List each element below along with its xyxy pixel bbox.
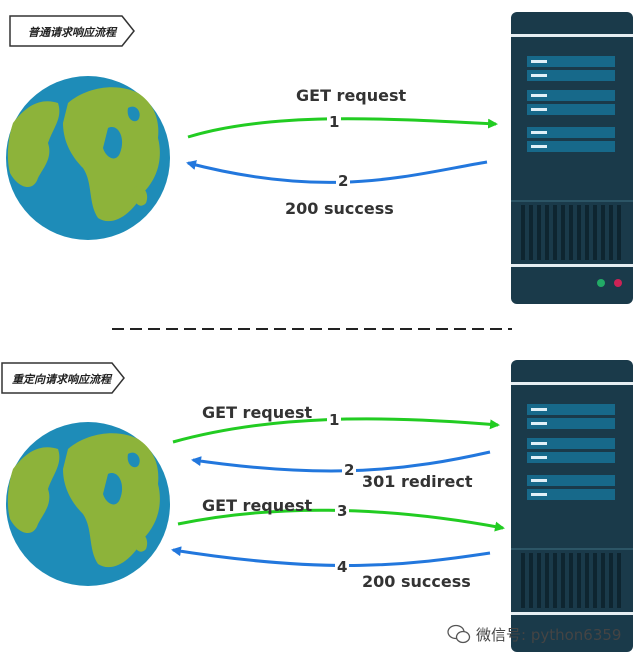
- section1-get-request-label: GET request: [296, 86, 407, 105]
- server-1-led-green: [597, 279, 605, 287]
- arrow-200-success-2: [171, 546, 491, 567]
- section2-tag-box: [1, 362, 125, 394]
- section2-step-2: 2: [342, 461, 357, 479]
- arrow-301-redirect: [191, 450, 491, 473]
- server-1: [511, 12, 633, 304]
- client-globe-1: [6, 76, 170, 240]
- arrow-200-success-1: [186, 160, 488, 184]
- section2-step-3: 3: [335, 502, 350, 520]
- section2-get-request-label-1: GET request: [202, 403, 313, 422]
- section2-get-request-label-2: GET request: [202, 496, 313, 515]
- section1-step-2: 2: [336, 172, 351, 190]
- server-2: [511, 360, 633, 652]
- arrow-get-request-1: [187, 117, 498, 139]
- section2-step-1: 1: [327, 411, 342, 429]
- arrow-get-request-2b: [177, 508, 505, 532]
- section2-301-redirect-label: 301 redirect: [362, 472, 473, 491]
- section1-tag-label: 普通请求响应流程: [28, 26, 116, 39]
- section1-tag-box: [9, 15, 135, 47]
- server-1-led-red: [614, 279, 622, 287]
- section1-step-1: 1: [327, 113, 342, 131]
- section2-200-success-label: 200 success: [362, 572, 471, 591]
- section2-tag-label: 重定向请求响应流程: [12, 373, 111, 386]
- section1-200-success-label: 200 success: [285, 199, 394, 218]
- watermark-text: 微信号: python6359: [476, 626, 622, 644]
- section2-step-4: 4: [335, 558, 350, 576]
- client-globe-2: [6, 422, 170, 586]
- wechat-icon: [447, 624, 471, 644]
